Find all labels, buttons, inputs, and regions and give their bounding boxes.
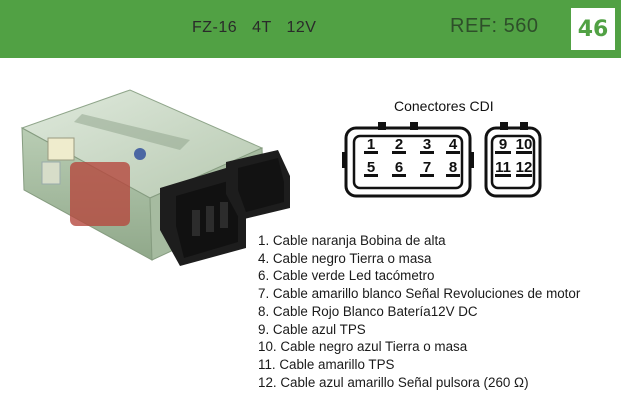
header-bar: FZ-16 4T 12V REF: 560 46 — [0, 0, 621, 58]
pin-label: 9 — [499, 136, 507, 153]
page-number: 46 — [577, 16, 609, 42]
legend-item: 10. Cable negro azul Tierra o masa — [258, 339, 468, 355]
reference-label: REF: 560 — [450, 15, 539, 37]
pin-label: 11 — [495, 159, 511, 176]
legend-item: 1. Cable naranja Bobina de alta — [258, 233, 446, 248]
cdi-unit-photo — [20, 89, 290, 266]
pin-label: 3 — [423, 136, 431, 153]
pin-label: 7 — [423, 159, 431, 176]
wire-legend: 1. Cable naranja Bobina de alta 4. Cable… — [258, 232, 580, 391]
legend-item: 6. Cable verde Led tacómetro — [258, 268, 435, 284]
model-label: FZ-16 4T 12V — [192, 19, 317, 36]
legend-item: 4. Cable negro Tierra o masa — [258, 250, 432, 266]
legend-item: 8. Cable Rojo Blanco Batería12V DC — [258, 303, 478, 319]
pin-label: 1 — [367, 136, 375, 153]
pin-label: 12 — [516, 159, 533, 176]
legend-item: 9. Cable azul TPS — [258, 321, 366, 337]
connector-diagram: 1 2 3 4 5 6 7 8 9 10 11 12 — [342, 122, 542, 198]
pin-label: 6 — [395, 159, 403, 176]
connectors-title: Conectores CDI — [394, 98, 494, 114]
legend-item: 11. Cable amarillo TPS — [258, 356, 395, 372]
legend-item: 7. Cable amarillo blanco Señal Revolucio… — [258, 286, 581, 302]
pin-label: 4 — [449, 136, 458, 153]
page-number-badge: 46 — [571, 8, 615, 50]
legend-item: 12. Cable azul amarillo Señal pulsora (2… — [258, 374, 529, 390]
pin-label: 10 — [516, 136, 533, 153]
pin-label: 5 — [367, 159, 375, 176]
pin-label: 8 — [449, 159, 457, 176]
pin-label: 2 — [395, 136, 403, 153]
